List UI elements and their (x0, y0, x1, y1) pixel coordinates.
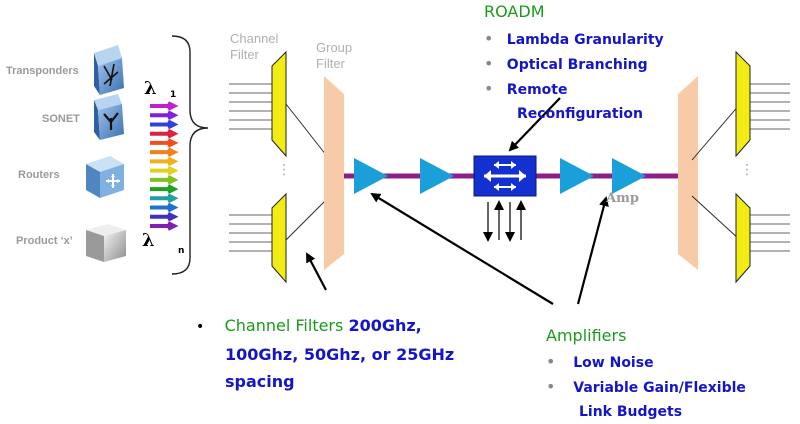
wavelength-arrow (150, 119, 179, 130)
wavelength-arrow (150, 110, 179, 121)
channel-filter-heading-line2: Filter (230, 47, 259, 62)
filter-ellipsis-right: ⋮ (740, 162, 754, 178)
roadm-title: ROADM (484, 2, 545, 21)
channel-filters-note-line2: 100Ghz, 50Ghz, or 25GHz (225, 345, 455, 364)
wavelength-arrow (150, 147, 179, 157)
amplifier-icon (612, 158, 646, 194)
roadm-feature-item: • Lambda Granularity (484, 29, 664, 48)
channel-filters-note-line1: • Channel Filters 200Ghz, (196, 316, 422, 335)
filter-ellipsis-left: ⋮ (277, 162, 291, 178)
lambda-subscript-n: n (178, 246, 185, 256)
roadm-feature-item: • Remote (484, 79, 568, 98)
device-brace (171, 35, 209, 275)
routers-label: Routers (18, 169, 60, 181)
channel-filter-top-left (271, 50, 287, 158)
channel-filter-heading: Channel Filter (230, 31, 278, 63)
lambda-top-symbol: λ (144, 78, 157, 99)
roadm-switch-icon (473, 155, 537, 242)
channel-filter-heading-line1: Channel (230, 31, 279, 46)
wavelength-arrow (150, 138, 179, 148)
wavelength-arrows (150, 101, 179, 231)
lambda-bottom-symbol: λ (142, 230, 155, 251)
roadm-feature-item: • Optical Branching (484, 54, 648, 73)
amplifier-feature-continuation: Link Budgets (579, 404, 683, 420)
group-filter-heading-line1: Group (316, 40, 353, 55)
lambda-subscript-1: 1 (170, 90, 177, 100)
wavelength-arrow (150, 184, 179, 194)
wavelength-arrow (150, 202, 179, 213)
roadm-feature-list: • Lambda Granularity • Optical Branching… (484, 27, 664, 126)
right-fiber-lines (750, 83, 790, 252)
amplifiers-title: Amplifiers (546, 326, 627, 345)
wavelength-arrow (150, 193, 179, 204)
wavelength-arrow (150, 156, 179, 167)
transponders-label: Transponders (6, 65, 79, 77)
transponder-icon (94, 45, 124, 95)
amplifier-icon (560, 158, 594, 194)
group-filter-heading-line2: Filter (316, 56, 345, 71)
product-box-icon (86, 224, 126, 262)
amplifier-icon (420, 158, 454, 194)
wavelength-arrow (150, 101, 179, 111)
wavelength-arrow (150, 175, 179, 185)
group-filter-right (678, 76, 698, 270)
channel-filter-top-right (735, 50, 751, 158)
wavelength-arrow (150, 211, 179, 222)
pointer-arrows (306, 97, 609, 305)
left-fiber-lines (229, 83, 276, 252)
channel-filter-bottom-right (735, 192, 751, 284)
amplifier-icon (354, 158, 388, 194)
amplifier-feature-item: • Variable Gain/Flexible (546, 377, 746, 396)
amp-label: Amp (606, 191, 639, 206)
roadm-feature-continuation: Reconfiguration (517, 106, 643, 122)
channel-filters-note-line3: spacing (225, 372, 295, 391)
group-filter-left (324, 76, 344, 270)
router-icon (86, 156, 124, 198)
sonet-icon (94, 94, 124, 140)
wavelength-arrow (150, 165, 179, 176)
amplifier-feature-item: • Low Noise (546, 352, 654, 371)
channel-filters-note: • Channel Filters 200Ghz, 100Ghz, 50Ghz,… (196, 312, 454, 395)
channel-filter-bottom-left (271, 192, 287, 284)
product-x-label: Product ‘x’ (16, 235, 73, 247)
wavelength-arrow (150, 221, 179, 231)
amplifiers-feature-list: • Low Noise • Variable Gain/Flexible Lin… (546, 350, 746, 424)
group-filter-heading: Group Filter (316, 40, 352, 72)
wavelength-arrow (150, 128, 179, 139)
sonet-label: SONET (42, 113, 80, 125)
